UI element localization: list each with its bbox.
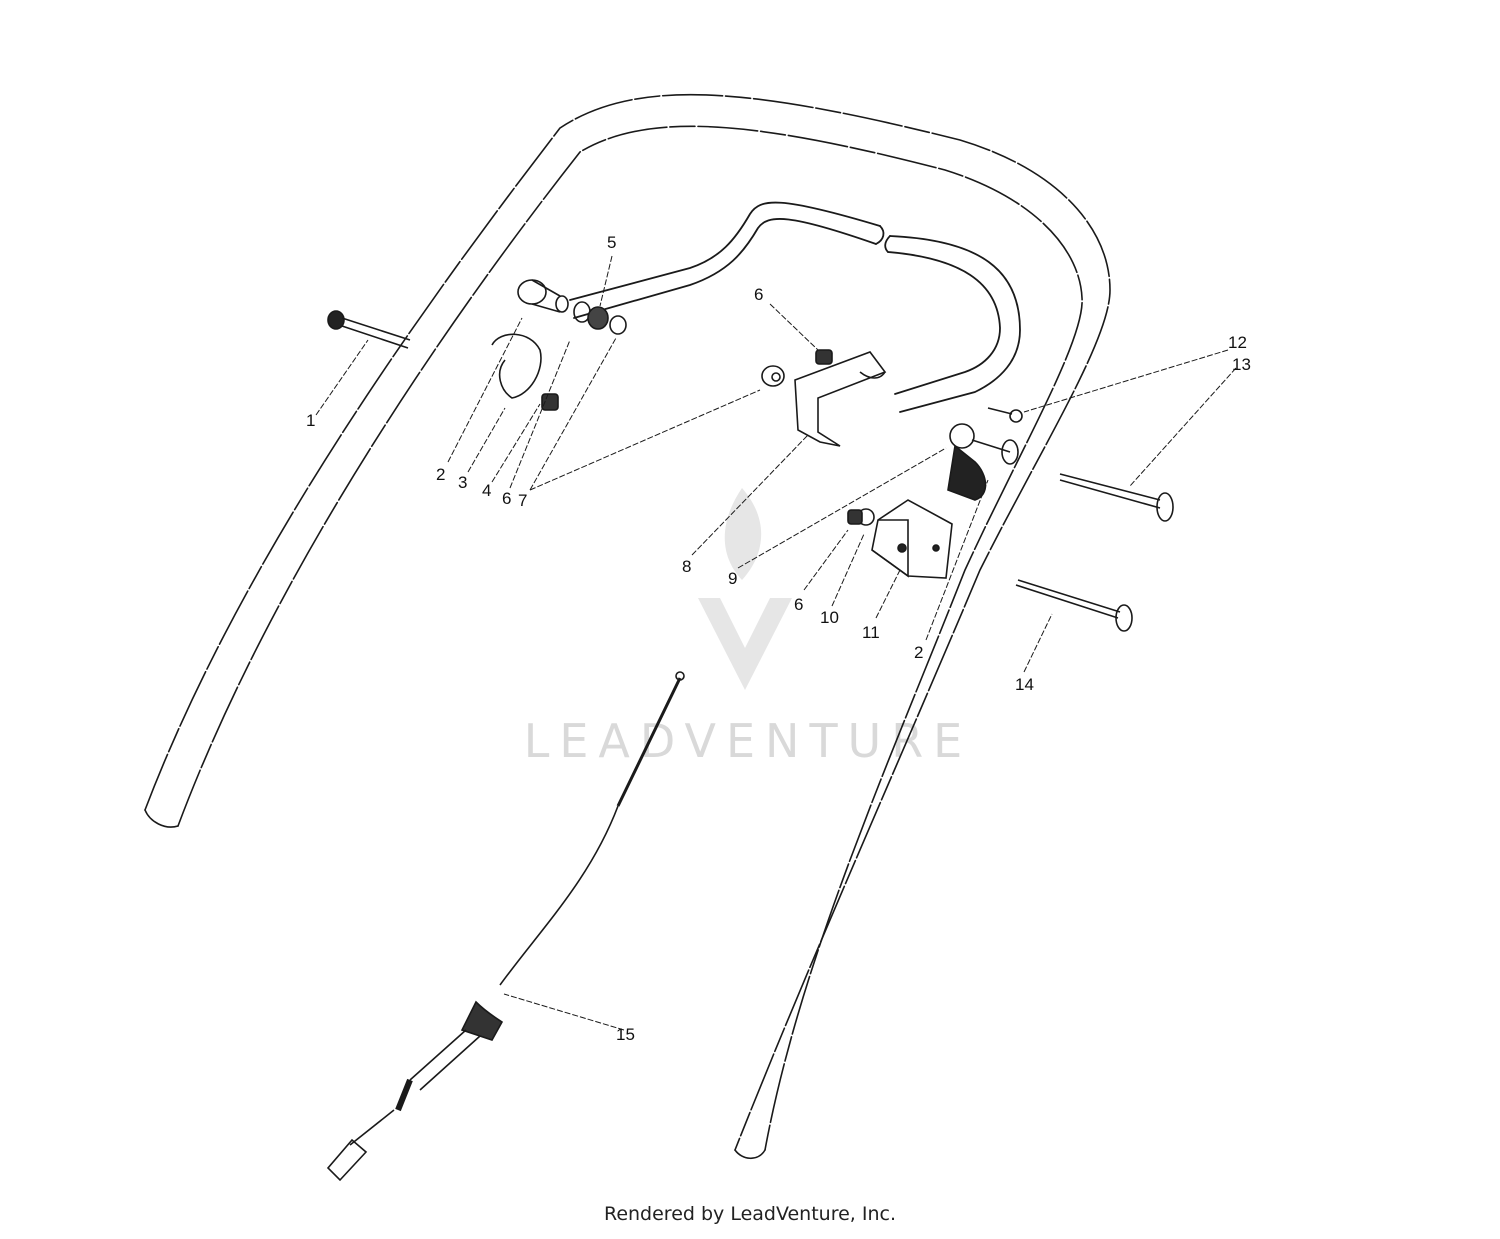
- watermark-logo-icon: [698, 488, 792, 690]
- callout-15: 15: [616, 1025, 635, 1044]
- callout-2-right: 2: [914, 643, 923, 662]
- callout-9: 9: [728, 569, 737, 588]
- part-11-block: [871, 499, 953, 579]
- part-15-cable: [326, 671, 685, 1182]
- part-2-spacer: [517, 279, 569, 313]
- control-bail: [569, 201, 1021, 413]
- callout-1: 1: [306, 411, 315, 430]
- footer-credit: Rendered by LeadVenture, Inc.: [603, 1203, 897, 1225]
- part-14-bolt: [1015, 579, 1133, 632]
- callout-7: 7: [518, 491, 527, 510]
- watermark: LEADVENTURE: [524, 488, 973, 768]
- callout-13: 13: [1232, 355, 1251, 374]
- callout-8: 8: [682, 557, 691, 576]
- callout-labels: 1 2 3 4 5 6 7 6 8 9 6 10 11 2 12 13 14 1…: [306, 233, 1251, 1044]
- callout-4: 4: [482, 481, 491, 500]
- part-3-clip: [491, 333, 542, 399]
- part-6-nut-upper: [815, 349, 833, 365]
- part-8-bracket: [794, 351, 887, 447]
- leader-lines: [315, 255, 1237, 1031]
- part-9-lever: [947, 423, 1019, 501]
- watermark-brand: LEADVENTURE: [524, 714, 973, 768]
- part-12-screw: [987, 407, 1023, 423]
- part-6-nut-lower: [847, 509, 863, 525]
- callout-6-lower: 6: [794, 595, 803, 614]
- callout-11: 11: [862, 623, 880, 642]
- callout-3: 3: [458, 473, 467, 492]
- callout-2: 2: [436, 465, 445, 484]
- callout-12: 12: [1228, 333, 1247, 352]
- callout-6-left: 6: [502, 489, 511, 508]
- callout-6-top: 6: [754, 285, 763, 304]
- part-13-bolt: [1059, 473, 1174, 522]
- part-5-bushing: [573, 301, 627, 335]
- callout-5: 5: [607, 233, 616, 252]
- part-1-bolt: [327, 310, 411, 349]
- part-7-washer: [761, 365, 785, 387]
- hardware-parts: [326, 279, 1174, 1182]
- callout-14: 14: [1015, 675, 1034, 694]
- callout-10: 10: [820, 608, 839, 627]
- handle-frame: [144, 93, 1111, 1160]
